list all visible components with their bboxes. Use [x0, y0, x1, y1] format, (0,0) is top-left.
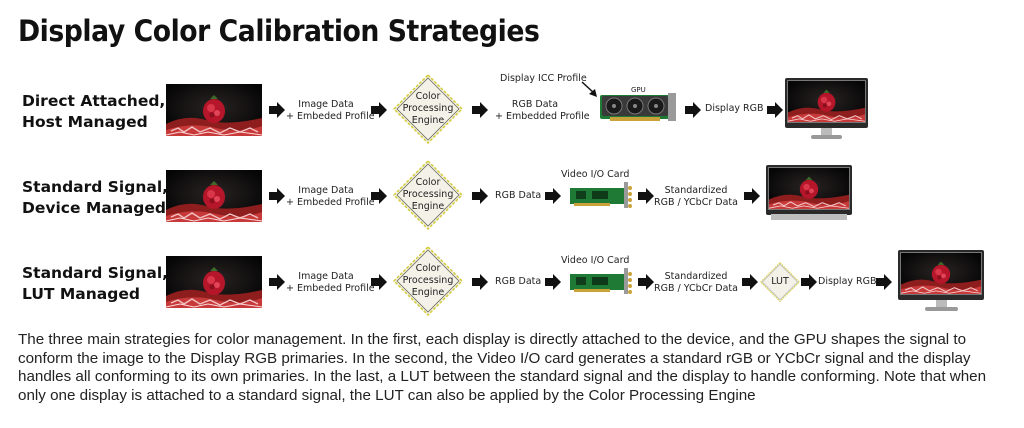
video-io-card-icon: [570, 268, 634, 294]
row-label-standard-lut: Standard Signal, LUT Managed: [22, 263, 168, 305]
page-title: Display Color Calibration Strategies: [18, 14, 540, 48]
row-label-line-2: Host Managed: [22, 113, 148, 131]
photo-thumbnail: [166, 256, 262, 308]
video-io-card-label: Video I/O Card: [561, 169, 630, 180]
video-io-card-icon: [570, 182, 634, 208]
row-label-line-1: Direct Attached,: [22, 92, 166, 110]
figure-caption: The three main strategies for color mana…: [18, 331, 987, 404]
display-icc-profile-label: Display ICC Profile: [500, 73, 587, 84]
row-label-direct-attached: Direct Attached, Host Managed: [22, 91, 165, 133]
row-label-standard-device: Standard Signal, Device Managed: [22, 177, 168, 219]
right-arrow-icon: [472, 274, 488, 290]
image-data-text: Image Data+ Embeded Profile: [286, 271, 375, 294]
right-arrow-icon: [371, 188, 387, 204]
photo-thumbnail: [166, 170, 262, 222]
video-io-card-label: Video I/O Card: [561, 255, 630, 266]
right-arrow-icon: [876, 274, 892, 290]
right-arrow-icon: [269, 274, 285, 290]
right-arrow-icon: [371, 274, 387, 290]
right-arrow-icon: [545, 188, 561, 204]
image-data-text: Image Data+ Embeded Profile: [286, 185, 375, 208]
gpu-caption: GPU: [631, 86, 646, 94]
display-rgb-text: Display RGB: [818, 276, 877, 287]
right-arrow-icon: [269, 188, 285, 204]
right-arrow-icon: [545, 274, 561, 290]
icc-arrow-icon: [581, 81, 597, 97]
right-arrow-icon: [638, 188, 654, 204]
right-arrow-icon: [685, 102, 701, 118]
rgb-data-text: RGB Data: [495, 190, 542, 201]
right-arrow-icon: [269, 102, 285, 118]
row-label-line-2: Device Managed: [22, 199, 166, 217]
right-arrow-icon: [744, 188, 760, 204]
right-arrow-icon: [767, 102, 783, 118]
right-arrow-icon: [801, 274, 817, 290]
right-arrow-icon: [472, 102, 488, 118]
lut-text: LUT: [771, 276, 789, 287]
rgb-data-profile-text: RGB Data+ Embedded Profile: [495, 99, 590, 122]
rgb-data-text: RGB Data: [495, 276, 542, 287]
row-label-line-2: LUT Managed: [22, 285, 140, 303]
right-arrow-icon: [472, 188, 488, 204]
right-arrow-icon: [638, 274, 654, 290]
right-arrow-icon: [371, 102, 387, 118]
image-data-text: Image Data+ Embeded Profile: [286, 99, 375, 122]
monitor-icon: [898, 250, 984, 311]
row-label-line-1: Standard Signal,: [22, 264, 169, 282]
monitor-icon: [785, 78, 868, 139]
monitor-icon: [766, 165, 852, 220]
right-arrow-icon: [742, 274, 758, 290]
display-rgb-text: Display RGB: [705, 103, 764, 114]
photo-thumbnail: [166, 84, 262, 136]
gpu-card-icon: [600, 93, 678, 121]
row-label-line-1: Standard Signal,: [22, 178, 169, 196]
